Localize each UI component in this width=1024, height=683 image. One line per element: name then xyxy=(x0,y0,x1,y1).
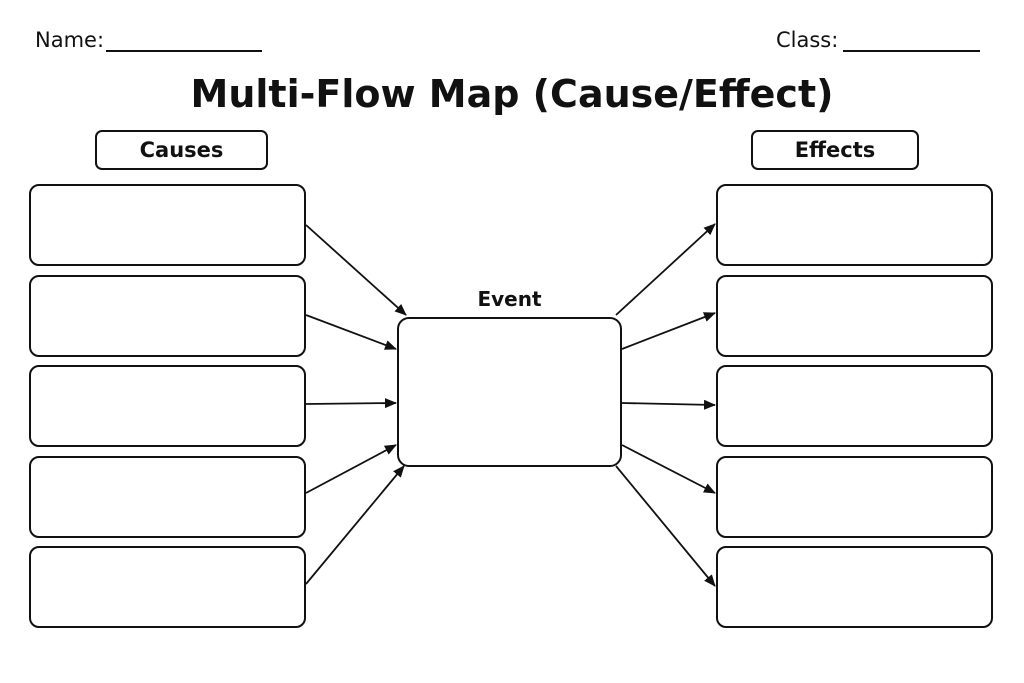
effect-box-1[interactable] xyxy=(716,184,993,266)
cause-box-2[interactable] xyxy=(29,275,306,357)
effects-heading-label: Effects xyxy=(794,138,876,162)
causes-heading-label: Causes xyxy=(139,138,224,162)
effect-arrow-5 xyxy=(615,465,716,587)
effects-heading: Effects xyxy=(751,130,919,170)
cause-box-5[interactable] xyxy=(29,546,306,628)
class-label: Class: xyxy=(776,28,839,52)
event-label: Event xyxy=(477,287,542,311)
effect-arrow-3 xyxy=(621,399,716,410)
cause-arrow-5 xyxy=(305,465,405,585)
name-label: Name: xyxy=(35,28,105,52)
cause-box-4[interactable] xyxy=(29,456,306,538)
effect-box-5[interactable] xyxy=(716,546,993,628)
cause-arrow-4 xyxy=(305,444,397,494)
effect-arrow-1 xyxy=(615,223,716,316)
cause-arrow-1 xyxy=(305,224,407,316)
cause-box-3[interactable] xyxy=(29,365,306,447)
event-box[interactable] xyxy=(397,317,622,467)
cause-arrow-3 xyxy=(305,398,397,409)
effect-arrow-4 xyxy=(621,444,716,494)
cause-box-1[interactable] xyxy=(29,184,306,266)
name-field[interactable] xyxy=(106,50,262,52)
effect-box-4[interactable] xyxy=(716,456,993,538)
effect-box-3[interactable] xyxy=(716,365,993,447)
cause-arrow-2 xyxy=(305,314,397,350)
causes-heading: Causes xyxy=(95,130,268,170)
page-title: Multi-Flow Map (Cause/Effect) xyxy=(190,72,834,116)
class-field[interactable] xyxy=(843,50,980,52)
effect-box-2[interactable] xyxy=(716,275,993,357)
effect-arrow-2 xyxy=(621,312,716,350)
